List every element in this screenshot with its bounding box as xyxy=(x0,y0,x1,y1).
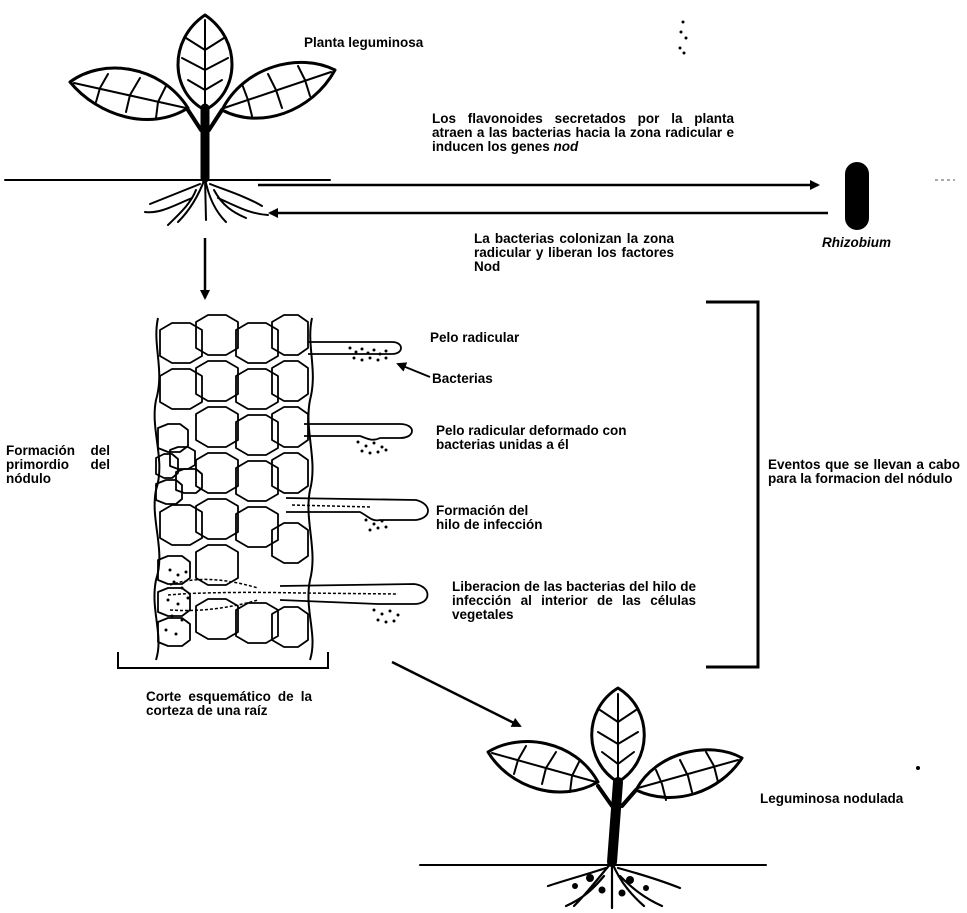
label-bacteria: Bacterias xyxy=(432,372,552,386)
label-nodulated-legume: Leguminosa nodulada xyxy=(760,792,960,806)
label-root-cortex-section: Corte esquemático de la corteza de una r… xyxy=(146,690,312,718)
label-rhizobium: Rhizobium xyxy=(822,236,952,250)
label-infection-thread: Formación del hilo de infección xyxy=(436,504,546,532)
label-nod-genes: nod xyxy=(554,139,579,154)
label-deformed-root-hair: Pelo radicular deformado con bacterias u… xyxy=(436,424,632,452)
label-bacteria-release: Liberacion de las bacterias del hilo de … xyxy=(452,580,696,622)
label-nodule-events: Eventos que se llevan a cabo para la for… xyxy=(768,458,960,486)
label-leguminous-plant: Planta leguminosa xyxy=(304,36,504,50)
label-colonize: La bacterias colonizan la zona radicular… xyxy=(474,232,674,274)
bacteria-pointer-arrow xyxy=(398,364,430,377)
arrow-to-nodulated-plant xyxy=(392,662,520,726)
label-root-hair: Pelo radicular xyxy=(430,331,630,345)
root-cortex-section xyxy=(154,315,428,660)
rhizobium-bacterium-icon xyxy=(845,162,955,230)
label-nodule-primordium: Formación del primordio del nódulo xyxy=(6,444,110,486)
section-bracket xyxy=(118,652,328,668)
events-bracket xyxy=(706,302,758,667)
label-flavonoids: Los flavonoides secretados por la planta… xyxy=(432,112,734,154)
nodulated-legume-icon xyxy=(420,688,766,908)
label-flavonoids-text: Los flavonoides secretados por la planta… xyxy=(432,111,734,154)
root-nodule-dots xyxy=(572,874,649,897)
legume-plant-icon xyxy=(5,15,335,225)
